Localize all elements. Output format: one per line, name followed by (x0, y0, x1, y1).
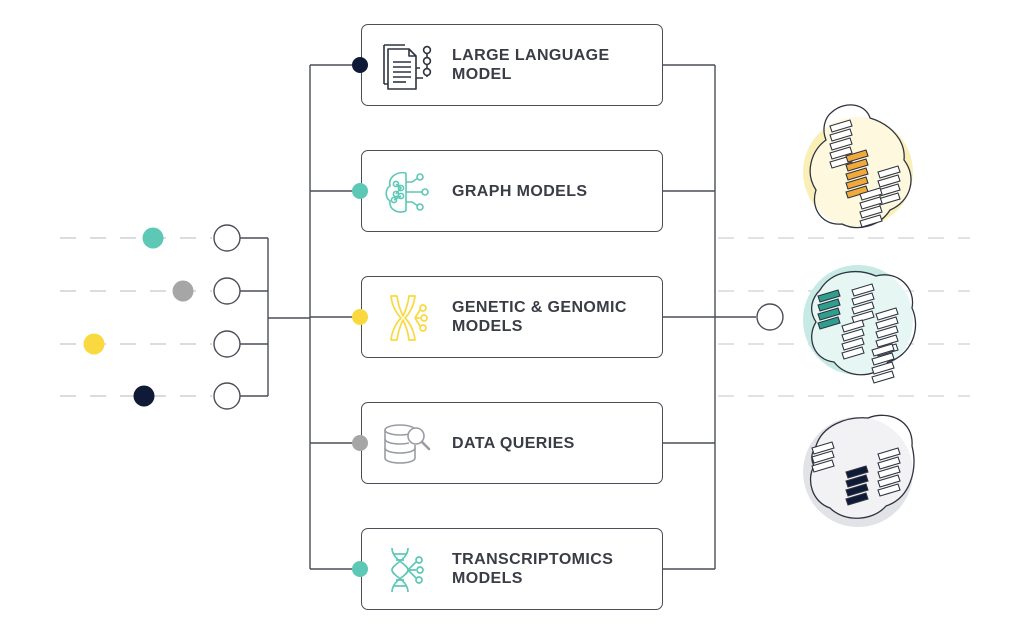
dna-icon (382, 544, 434, 596)
helix-ribbon (875, 325, 899, 339)
module-label: GENETIC & GENOMIC MODELS (452, 299, 627, 335)
database-search-icon (382, 418, 434, 470)
module-label: TRANSCRIPTOMICS MODELS (452, 551, 614, 587)
helix-ribbon (845, 176, 869, 190)
input-port-circle (213, 224, 241, 252)
module-card: LARGE LANGUAGE MODEL (361, 24, 663, 106)
helix-ribbon (859, 214, 883, 228)
module-card: GRAPH MODELS (361, 150, 663, 232)
helix-ribbon (877, 447, 901, 461)
helix-ribbon (851, 292, 875, 306)
graph-brain-icon (382, 166, 434, 218)
module-label: LARGE LANGUAGE MODEL (452, 47, 610, 83)
helix-ribbon (851, 301, 875, 315)
input-dot (142, 227, 164, 249)
helix-ribbon (871, 352, 895, 366)
output-port-circle (756, 303, 784, 331)
helix-ribbon (845, 167, 869, 181)
helix-ribbon (845, 492, 869, 506)
helix-ribbon (829, 119, 853, 133)
helix-ribbon (817, 307, 841, 321)
helix-ribbon (841, 337, 865, 351)
helix-ribbon (877, 474, 901, 488)
input-port-circle (213, 382, 241, 410)
input-port-circle (213, 277, 241, 305)
input-dot (172, 280, 194, 302)
module-label: GRAPH MODELS (452, 182, 588, 200)
helix-ribbon (875, 334, 899, 348)
helix-ribbon (817, 316, 841, 330)
helix-ribbon (877, 465, 901, 479)
helix-ribbon (841, 328, 865, 342)
module-card: DATA QUERIES (361, 402, 663, 484)
input-port-circle (213, 330, 241, 358)
helix-ribbon (811, 441, 835, 455)
helix-ribbon (877, 456, 901, 470)
helix-ribbon (811, 459, 835, 473)
helix-ribbon (845, 483, 869, 497)
helix-ribbon (859, 205, 883, 219)
module-card: GENETIC & GENOMIC MODELS (361, 276, 663, 358)
input-nodes (83, 224, 241, 410)
helix-ribbon (829, 137, 853, 151)
output-structures (803, 104, 917, 527)
helix-ribbon (851, 310, 875, 324)
helix-ribbon (841, 319, 865, 333)
helix-ribbon (817, 289, 841, 303)
protein-structure-icon (803, 265, 917, 384)
helix-ribbon (859, 196, 883, 210)
chromosome-icon (382, 292, 434, 344)
helix-ribbon (845, 158, 869, 172)
connector-lines (240, 64, 784, 570)
protein-structure-icon (803, 104, 913, 229)
helix-ribbon (829, 146, 853, 160)
module-card: TRANSCRIPTOMICS MODELS (361, 528, 663, 610)
helix-ribbon (871, 343, 895, 357)
module-label: DATA QUERIES (452, 434, 575, 452)
helix-ribbon (845, 474, 869, 488)
helix-ribbon (875, 316, 899, 330)
helix-ribbon (817, 298, 841, 312)
helix-ribbon (877, 165, 901, 179)
helix-ribbon (871, 370, 895, 384)
protein-structure-icon (803, 414, 915, 527)
helix-ribbon (841, 346, 865, 360)
helix-ribbon (811, 450, 835, 464)
helix-ribbon (877, 483, 901, 497)
helix-ribbon (851, 283, 875, 297)
helix-ribbon (875, 307, 899, 321)
helix-ribbon (859, 187, 883, 201)
helix-ribbon (845, 149, 869, 163)
helix-ribbon (829, 128, 853, 142)
input-dot (83, 333, 105, 355)
helix-ribbon (877, 174, 901, 188)
document-icon (382, 40, 434, 92)
input-dot (133, 385, 155, 407)
helix-ribbon (845, 465, 869, 479)
helix-ribbon (871, 361, 895, 375)
